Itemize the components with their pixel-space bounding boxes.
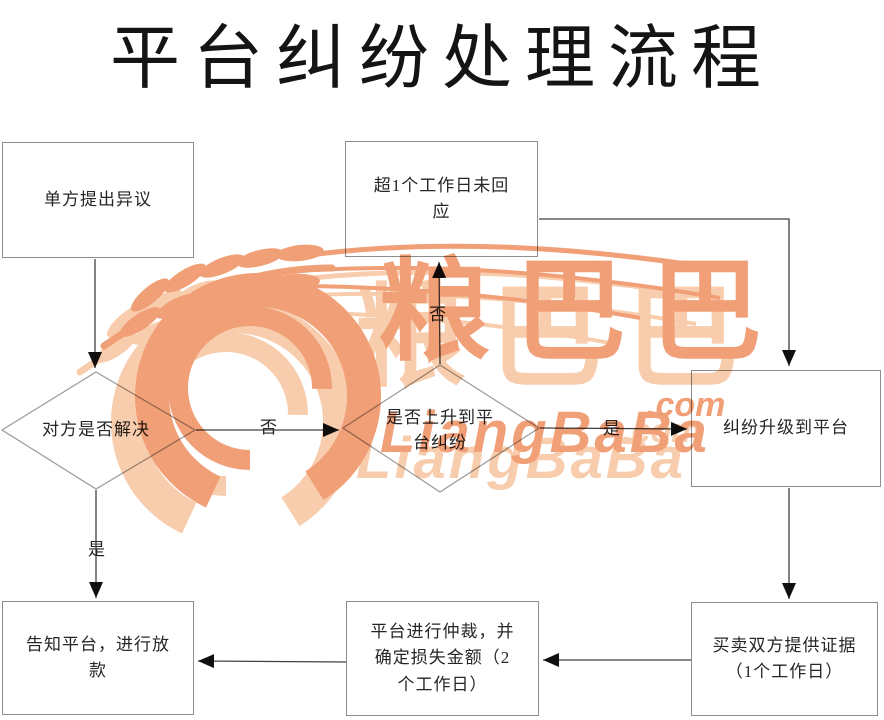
node-escalate-decision-label: 是否上升到平 台纠纷 bbox=[386, 407, 494, 453]
node-raise-objection: 单方提出异议 bbox=[2, 142, 194, 258]
connector-noresponse-to-escalated bbox=[539, 218, 796, 366]
connector-arbitrate-to-notify bbox=[197, 654, 347, 669]
edge-label-yes-resolve: 是 bbox=[88, 540, 105, 559]
edge-label-no-escalate: 否 bbox=[429, 305, 446, 324]
node-resolve-decision-label: 对方是否解决 bbox=[42, 420, 150, 440]
edge-label-yes-escalate: 是 bbox=[603, 419, 620, 438]
node-provide-evidence: 买卖双方提供证据 （1个工作日） bbox=[691, 602, 878, 716]
page-title: 平台纠纷处理流程 bbox=[110, 21, 774, 98]
node-notify-release: 告知平台，进行放 款 bbox=[2, 601, 194, 715]
node-no-response: 超1个工作日未回 应 bbox=[345, 141, 538, 257]
connector-escalate-yes-to-escalated bbox=[539, 421, 688, 436]
node-arbitrate: 平台进行仲裁，并 确定损失金额（2 个工作日） bbox=[346, 601, 539, 716]
node-dispute-escalated: 纠纷升级到平台 bbox=[691, 370, 881, 487]
edge-label-no-resolve: 否 bbox=[260, 418, 277, 437]
